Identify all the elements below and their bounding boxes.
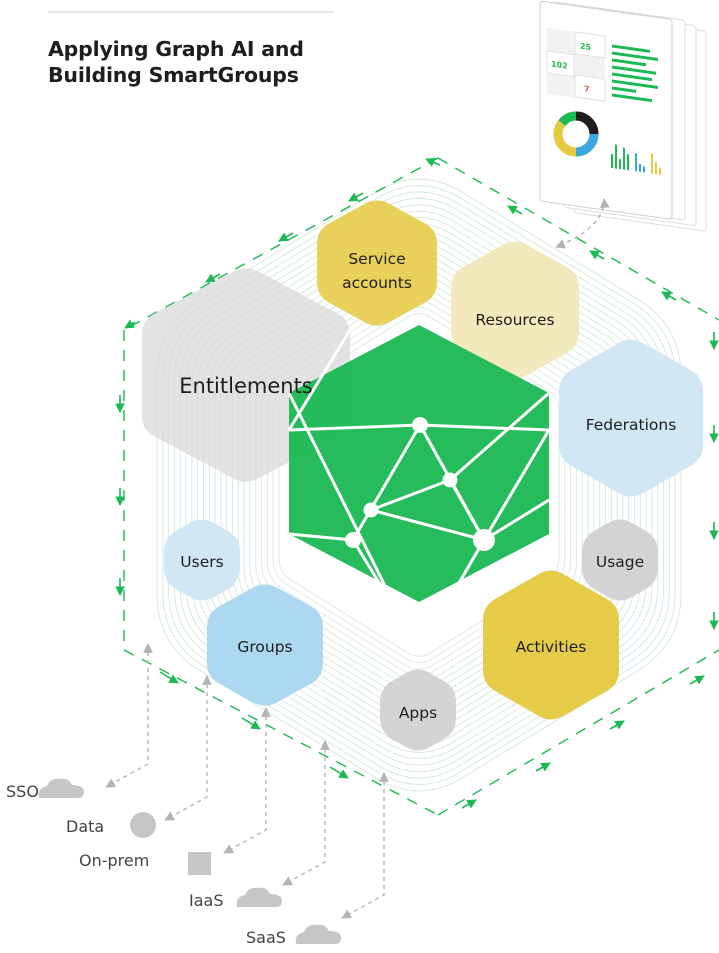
label-federations: Federations [586, 416, 677, 434]
label-activities: Activities [516, 638, 587, 656]
label-users: Users [180, 553, 223, 571]
dashboard-icon: 25 102 7 [539, 0, 707, 232]
hex-activities [483, 570, 619, 720]
hex-service-accounts [317, 200, 437, 326]
hex-users [164, 519, 240, 601]
cloud-icon [236, 887, 282, 907]
label-apps: Apps [399, 704, 437, 722]
label-resources: Resources [475, 311, 554, 329]
source-label-iaas: IaaS [189, 891, 223, 910]
source-label-sso: SSO [6, 782, 39, 801]
hex-apps [380, 669, 456, 751]
dashboard-number-1: 25 [580, 42, 592, 53]
hex-groups [207, 584, 323, 706]
dashboard-link-arrow [555, 198, 610, 249]
source-arrows [105, 643, 389, 919]
source-data: Data [66, 812, 156, 838]
label-service-accounts-line1: Service [348, 250, 405, 268]
source-on-prem: On-prem [79, 851, 211, 875]
dashboard-number-2: 102 [551, 59, 568, 70]
flow-arrows [115, 157, 719, 809]
graph-ai-hexagon [287, 324, 551, 651]
circle-icon [130, 812, 156, 838]
header-divider [48, 11, 334, 13]
square-icon [188, 852, 211, 875]
source-sso: SSO [6, 778, 84, 801]
page-title: Applying Graph AI and Building SmartGrou… [48, 36, 368, 88]
hex-resources [451, 241, 579, 379]
donut-chart-icon [553, 111, 599, 157]
label-entitlements: Entitlements [179, 374, 313, 398]
label-groups: Groups [237, 638, 292, 656]
hex-usage [582, 519, 658, 601]
label-service-accounts-line2: accounts [342, 274, 412, 292]
dashboard-number-3: 7 [584, 84, 590, 94]
node-labels: Service accounts Resources Entitlements … [179, 250, 676, 722]
label-usage: Usage [596, 553, 644, 571]
source-label-data: Data [66, 817, 104, 836]
source-label-on-prem: On-prem [79, 851, 149, 870]
source-saas: SaaS [246, 924, 341, 947]
cloud-icon [295, 924, 341, 944]
source-iaas: IaaS [189, 887, 282, 910]
title-line-2: Building SmartGroups [48, 63, 299, 87]
hex-federations [559, 339, 703, 497]
cloud-icon [38, 778, 84, 798]
title-line-1: Applying Graph AI and [48, 37, 304, 61]
source-label-saas: SaaS [246, 928, 286, 947]
